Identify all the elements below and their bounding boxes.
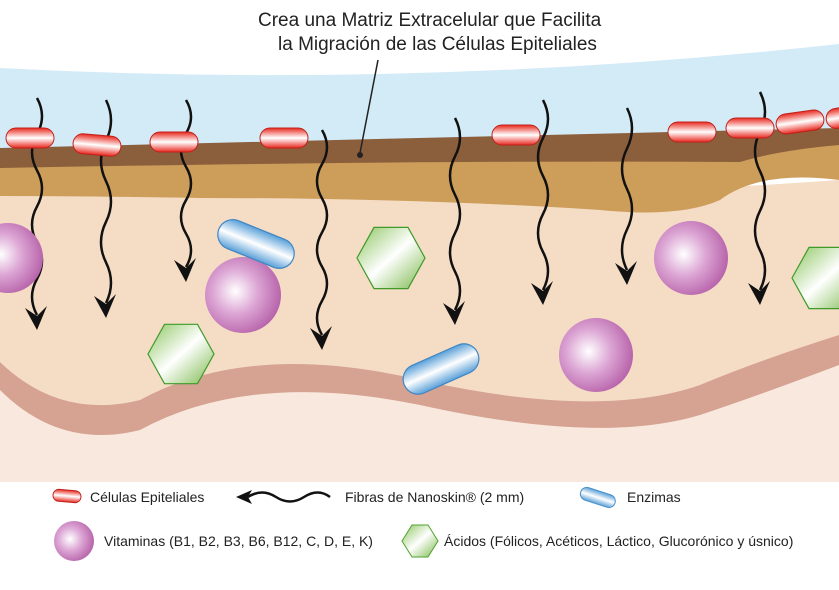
fiber — [448, 117, 462, 311]
fiber-arrowhead-icon — [748, 281, 770, 305]
epithelial-cell — [667, 121, 717, 143]
vitamin — [0, 223, 43, 293]
legend-enzyme-icon — [579, 486, 616, 509]
epithelial-cell — [149, 131, 199, 153]
legend-acids-label: Ácidos (Fólicos, Acéticos, Láctico, Gluc… — [444, 533, 794, 549]
epithelial-cell — [72, 133, 122, 157]
fiber — [315, 129, 329, 336]
legend-arrow-icon — [236, 490, 252, 504]
particles — [0, 103, 839, 395]
fiber-arrowhead-icon — [310, 326, 332, 350]
fiber-arrowhead-icon — [531, 281, 553, 305]
acid — [147, 323, 215, 385]
legend-enzymes-label: Enzimas — [627, 489, 681, 505]
epithelial-cell — [259, 127, 309, 149]
legend-acid-icon — [401, 524, 439, 558]
epithelial-cell — [775, 109, 825, 135]
membrane-band — [0, 128, 839, 168]
sky-region — [0, 44, 839, 160]
legend-fibers-label: Fibras de Nanoskin® (2 mm) — [345, 489, 525, 505]
fiber-arrowhead-icon — [174, 258, 196, 282]
fiber — [536, 99, 550, 291]
enzyme — [402, 343, 480, 395]
legend-fiber-icon — [247, 491, 331, 503]
legend-vitamins-label: Vitaminas (B1, B2, B3, B6, B12, C, D, E,… — [104, 533, 373, 549]
epithelial-cell — [725, 117, 775, 139]
fiber-arrowhead-icon — [615, 261, 637, 285]
fiber-arrowhead-icon — [443, 301, 465, 325]
title-pointer-dot — [357, 152, 363, 158]
epithelial-cell — [491, 124, 541, 146]
title-pointer-line — [359, 59, 379, 154]
fiber-arrowhead-icon — [94, 294, 116, 318]
fiber-arrowhead-icon — [25, 306, 47, 330]
vitamin — [559, 318, 633, 392]
epithelial-cell — [825, 103, 839, 129]
vitamin — [654, 221, 728, 295]
fiber — [179, 99, 193, 268]
legend-icons — [52, 486, 616, 561]
legend-cell-icon — [52, 488, 82, 504]
title-line-1: Crea una Matriz Extracelular que Facilit… — [258, 10, 602, 31]
enzyme — [217, 219, 295, 269]
title-line-2: la Migración de las Células Epiteliales — [278, 34, 597, 55]
vitamin — [205, 257, 281, 333]
nanoskin-fibers — [25, 91, 770, 350]
acid — [791, 246, 839, 310]
acid — [356, 226, 426, 290]
legend-cells-label: Células Epiteliales — [90, 489, 205, 505]
legend-vitamin-icon — [54, 521, 94, 561]
epithelial-cell — [5, 127, 55, 149]
fiber — [620, 107, 634, 271]
